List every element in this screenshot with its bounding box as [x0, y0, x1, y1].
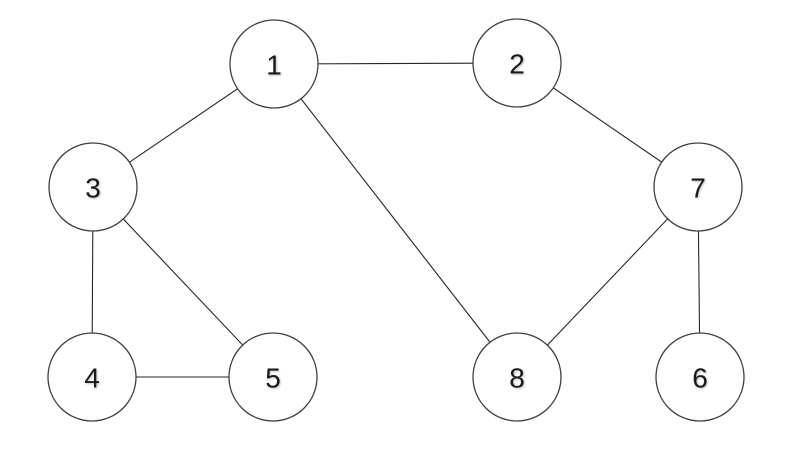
graph-node-circle-3: [48, 142, 138, 232]
graph-node-label-2: 2: [509, 49, 525, 80]
graph-node-circle-4: [47, 332, 137, 422]
graph-node-6: 6: [655, 332, 745, 422]
graph-node-circle-1: [229, 19, 319, 109]
graph-node-1: 1: [229, 19, 319, 109]
graph-edge-1-8: [273, 63, 518, 378]
graph-node-circle-6: [655, 332, 745, 422]
graph-node-circle-5: [228, 332, 318, 422]
graph-node-4: 4: [47, 332, 137, 422]
graph-node-2: 2: [472, 18, 562, 108]
graph-node-3: 3: [48, 142, 138, 232]
graph-node-7: 7: [653, 142, 743, 232]
graph-node-circle-2: [472, 18, 562, 108]
graph-node-label-4: 4: [84, 363, 100, 394]
graph-node-label-3: 3: [85, 173, 101, 204]
graph-node-5: 5: [228, 332, 318, 422]
graph-node-label-7: 7: [690, 173, 706, 204]
graph-node-label-5: 5: [265, 363, 281, 394]
graph-node-label-1: 1: [266, 50, 282, 81]
graph-node-8: 8: [472, 332, 562, 422]
graph-node-circle-8: [472, 332, 562, 422]
graph-node-label-6: 6: [692, 363, 708, 394]
graph-node-label-8: 8: [509, 363, 525, 394]
graph-node-circle-7: [653, 142, 743, 232]
